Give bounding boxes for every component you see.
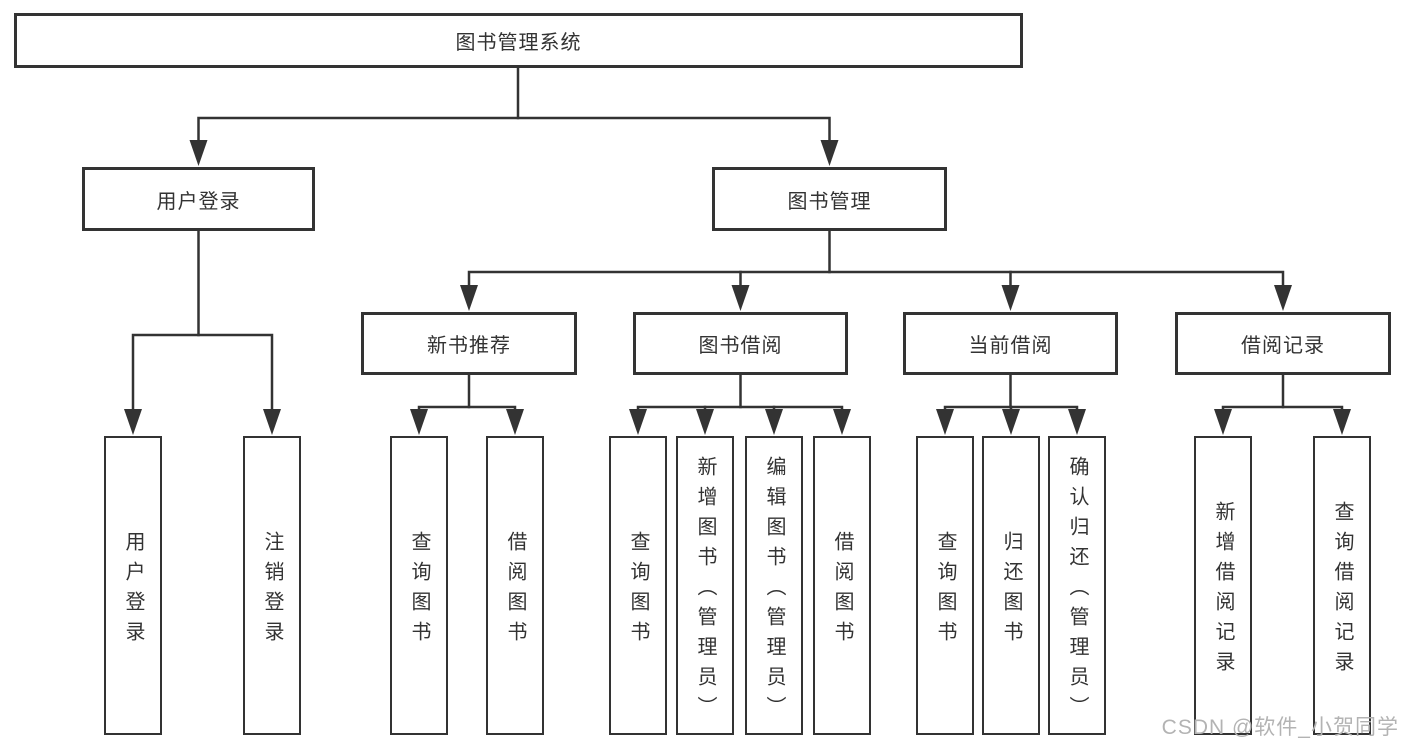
- leaf-user-login: 用户登录: [104, 436, 162, 735]
- node-root: 图书管理系统: [14, 13, 1023, 68]
- node-root-label: 图书管理系统: [455, 32, 582, 54]
- leaf-confirm-return-admin: 确认归还（管理员）: [1048, 436, 1106, 735]
- node-user-login: 用户登录: [82, 167, 315, 231]
- leaf-recommend-query-book-label: 查询图书: [408, 530, 430, 651]
- leaf-edit-book-admin-label: 编辑图书（管理员）: [763, 455, 785, 726]
- leaf-edit-book-admin: 编辑图书（管理员）: [745, 436, 803, 735]
- node-book-borrow: 图书借阅: [633, 312, 848, 375]
- leaf-borrow-query-book-label: 查询图书: [627, 530, 649, 651]
- leaf-query-borrow-record-label: 查询借阅记录: [1331, 500, 1353, 681]
- leaf-recommend-borrow-book-label: 借阅图书: [504, 530, 526, 651]
- leaf-recommend-query-book: 查询图书: [390, 436, 448, 735]
- leaf-current-query-book: 查询图书: [916, 436, 974, 735]
- node-current-borrow-label: 当前借阅: [968, 335, 1053, 357]
- leaf-add-borrow-record-label: 新增借阅记录: [1212, 500, 1234, 681]
- arrowheads: [124, 140, 1351, 435]
- leaf-current-query-book-label: 查询图书: [934, 530, 956, 651]
- leaf-add-book-admin: 新增图书（管理员）: [676, 436, 734, 735]
- node-book-management: 图书管理: [712, 167, 947, 231]
- leaf-borrow-query-book: 查询图书: [609, 436, 667, 735]
- csdn-watermark: CSDN @软件_小贺同学: [1161, 716, 1399, 739]
- leaf-recommend-borrow-book: 借阅图书: [486, 436, 544, 735]
- node-current-borrow: 当前借阅: [903, 312, 1118, 375]
- leaf-confirm-return-admin-label: 确认归还（管理员）: [1066, 455, 1088, 726]
- leaf-borrow-book-label: 借阅图书: [831, 530, 853, 651]
- leaf-logout-label: 注销登录: [261, 530, 283, 651]
- node-borrow-records-label: 借阅记录: [1241, 335, 1325, 357]
- leaf-return-book: 归还图书: [982, 436, 1040, 735]
- leaf-user-login-label: 用户登录: [122, 530, 144, 651]
- leaf-return-book-label: 归还图书: [1000, 530, 1022, 651]
- node-new-book-recommend-label: 新书推荐: [427, 335, 511, 357]
- leaf-add-borrow-record: 新增借阅记录: [1194, 436, 1252, 735]
- leaf-query-borrow-record: 查询借阅记录: [1313, 436, 1371, 735]
- node-new-book-recommend: 新书推荐: [361, 312, 577, 375]
- node-book-management-label: 图书管理: [787, 190, 872, 213]
- node-book-borrow-label: 图书借阅: [698, 335, 783, 357]
- leaf-add-book-admin-label: 新增图书（管理员）: [694, 455, 716, 726]
- node-borrow-records: 借阅记录: [1175, 312, 1391, 375]
- leaf-logout: 注销登录: [243, 436, 301, 735]
- node-user-login-label: 用户登录: [156, 190, 241, 213]
- leaf-borrow-book: 借阅图书: [813, 436, 871, 735]
